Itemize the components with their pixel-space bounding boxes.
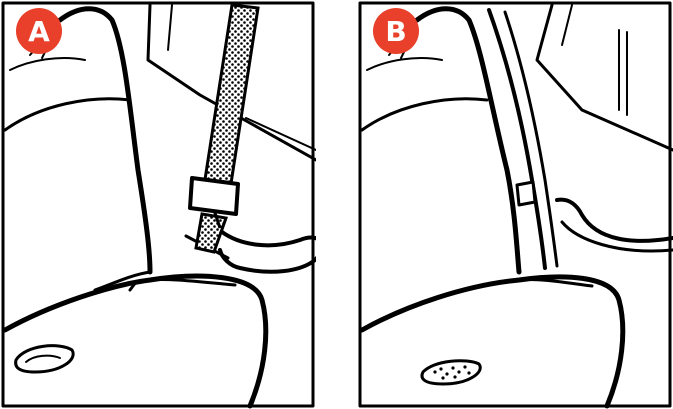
door-line <box>537 5 673 150</box>
seat-back-edge <box>60 9 150 272</box>
seat-belt-webbing-lower <box>196 214 226 252</box>
panel-label-badge: B <box>373 8 419 54</box>
seat-shoulder-left <box>5 99 130 130</box>
floor-drain-icon <box>16 346 74 372</box>
floor-drain-icon <box>422 361 480 384</box>
seat-shoulder-left <box>362 99 487 130</box>
panel-label-badge: A <box>16 8 62 54</box>
buckle-tongue-icon <box>517 182 535 205</box>
seat-cushion-outline <box>362 277 623 406</box>
panel-label: A <box>28 15 50 48</box>
seat-cushion-outline <box>5 276 266 406</box>
seat-belt-webbing <box>204 5 258 190</box>
illustration-panel-a: A <box>0 0 316 409</box>
illustration-panel-b: B <box>357 0 673 409</box>
buckle-receiver <box>557 200 673 241</box>
seat-belt-extended-illustration <box>0 0 316 409</box>
panel-label: B <box>385 15 406 48</box>
buckle-receiver <box>220 232 316 272</box>
buckle-tongue-icon <box>190 178 238 214</box>
seat-belt-retracted-illustration <box>357 0 673 409</box>
